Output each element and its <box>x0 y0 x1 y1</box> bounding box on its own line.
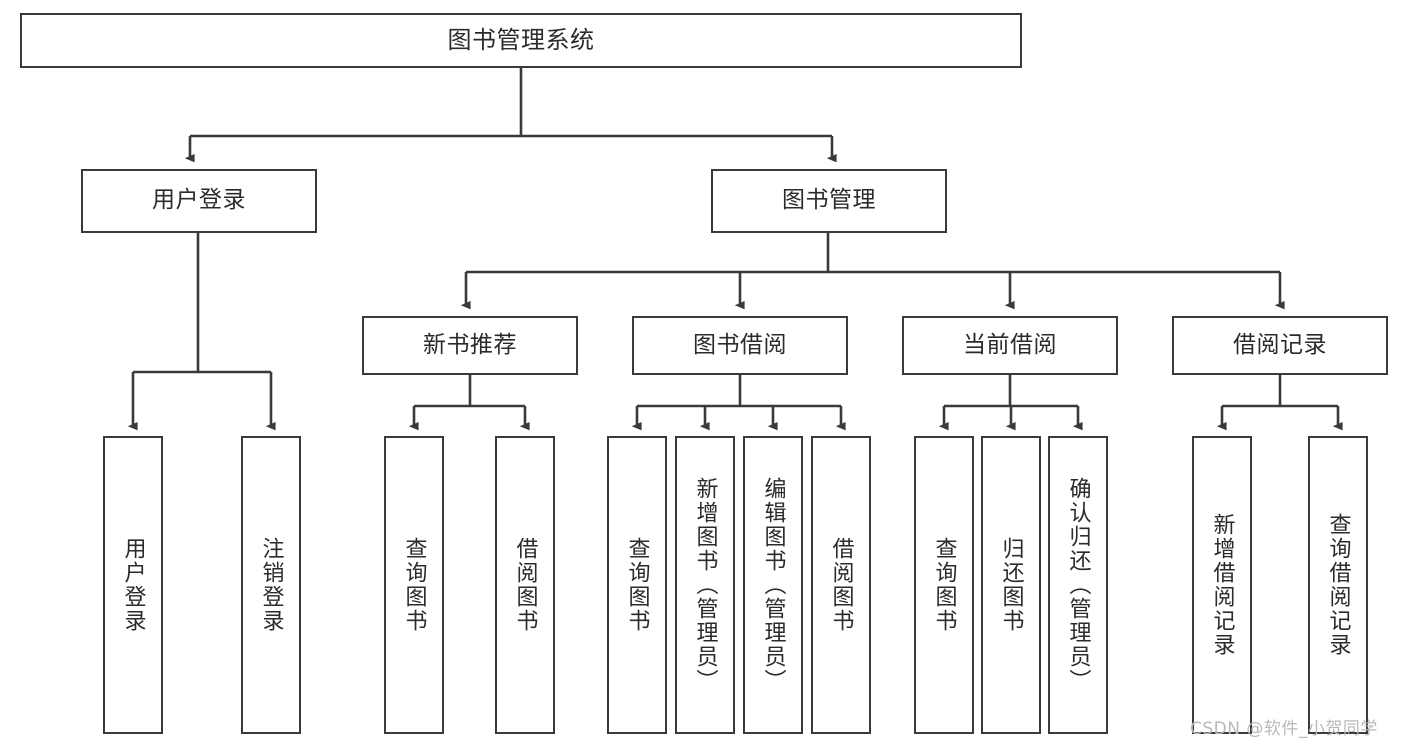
node-label: 编辑图书（管理员） <box>760 477 786 693</box>
leaf-logout[interactable]: 注销登录 <box>241 436 301 734</box>
leaf-borrow-book-borrowing[interactable]: 借阅图书 <box>811 436 871 734</box>
node-label: 查询借阅记录 <box>1325 513 1351 657</box>
leaf-borrow-book-recommendation[interactable]: 借阅图书 <box>495 436 555 734</box>
node-new-book-recommendation[interactable]: 新书推荐 <box>362 316 578 375</box>
node-label: 图书借阅 <box>693 331 787 358</box>
leaf-return-book[interactable]: 归还图书 <box>981 436 1041 734</box>
node-label: 查询图书 <box>931 537 957 633</box>
node-label: 用户登录 <box>120 537 146 633</box>
node-current-borrowing[interactable]: 当前借阅 <box>902 316 1118 375</box>
leaf-user-login[interactable]: 用户登录 <box>103 436 163 734</box>
node-label: 确认归还（管理员） <box>1065 477 1091 693</box>
leaf-query-book-borrowing[interactable]: 查询图书 <box>607 436 667 734</box>
csdn-watermark: CSDN @软件_小贺同学 <box>1190 719 1378 739</box>
leaf-query-book-current[interactable]: 查询图书 <box>914 436 974 734</box>
node-label: 借阅图书 <box>512 537 538 633</box>
node-book-management[interactable]: 图书管理 <box>711 169 947 233</box>
node-label: 图书管理 <box>782 187 876 214</box>
node-label: 注销登录 <box>258 537 284 633</box>
node-label: 用户登录 <box>152 187 246 214</box>
leaf-add-borrow-record[interactable]: 新增借阅记录 <box>1192 436 1252 734</box>
leaf-edit-book-admin[interactable]: 编辑图书（管理员） <box>743 436 803 734</box>
node-label: 新增借阅记录 <box>1209 513 1235 657</box>
node-borrow-record[interactable]: 借阅记录 <box>1172 316 1388 375</box>
node-label: 归还图书 <box>998 537 1024 633</box>
node-user-login[interactable]: 用户登录 <box>81 169 317 233</box>
node-label: 借阅记录 <box>1233 331 1327 358</box>
node-label: 新增图书（管理员） <box>692 477 718 693</box>
node-label: 查询图书 <box>401 537 427 633</box>
node-book-borrowing[interactable]: 图书借阅 <box>632 316 848 375</box>
node-label: 新书推荐 <box>423 331 517 358</box>
leaf-confirm-return-admin[interactable]: 确认归还（管理员） <box>1048 436 1108 734</box>
node-label: 当前借阅 <box>963 331 1057 358</box>
leaf-query-borrow-record[interactable]: 查询借阅记录 <box>1308 436 1368 734</box>
node-label: 借阅图书 <box>828 537 854 633</box>
leaf-query-book-recommendation[interactable]: 查询图书 <box>384 436 444 734</box>
node-label: 查询图书 <box>624 537 650 633</box>
node-label: 图书管理系统 <box>447 26 595 55</box>
node-book-management-system[interactable]: 图书管理系统 <box>20 13 1022 68</box>
leaf-add-book-admin[interactable]: 新增图书（管理员） <box>675 436 735 734</box>
